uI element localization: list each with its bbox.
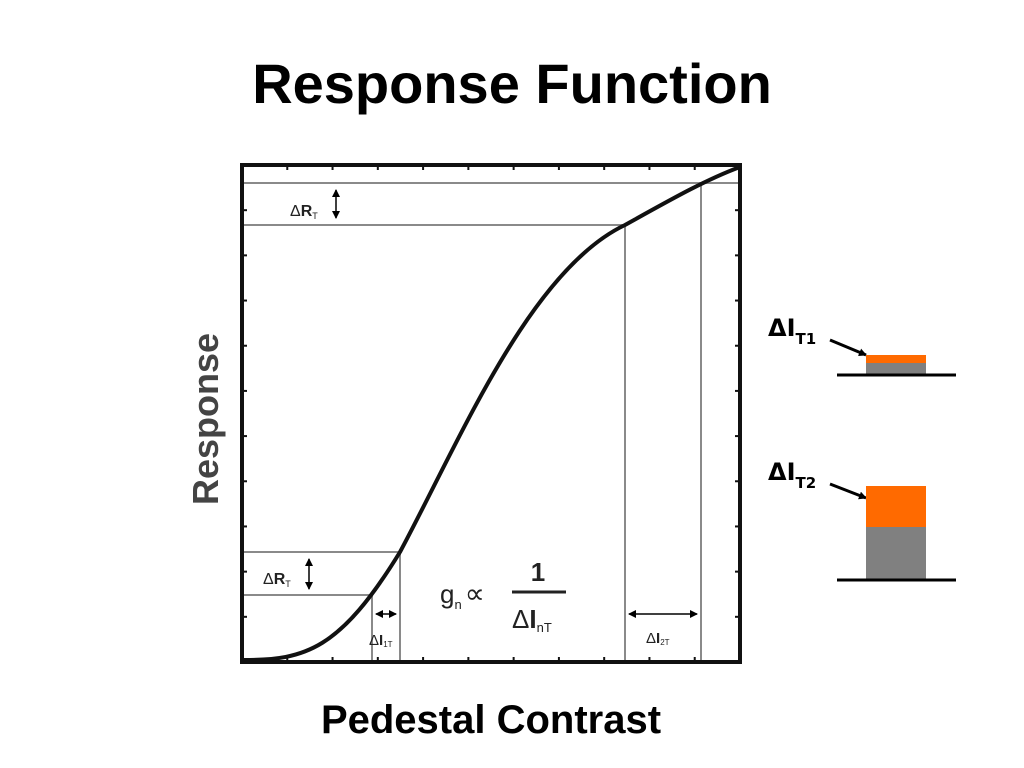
increment-bar-2 bbox=[866, 486, 926, 527]
x-axis-label: Pedestal Contrast bbox=[320, 698, 662, 742]
increment-bar-1 bbox=[866, 355, 926, 363]
delta-symbol: Δ bbox=[290, 203, 301, 220]
slide-title: Response Function bbox=[252, 52, 772, 115]
proportional-symbol: ∝ bbox=[465, 578, 485, 609]
delta-i1-annotation: ΔI1T bbox=[369, 610, 397, 649]
delta-r-lower-annotation: ΔRT bbox=[263, 558, 313, 590]
svg-text:gn∝: gn ∝ bbox=[440, 578, 485, 612]
response-curve bbox=[243, 165, 741, 662]
pedestal-bar-1 bbox=[866, 363, 926, 374]
intensity-subscript: 2T bbox=[660, 638, 669, 647]
intensity-letter: I bbox=[787, 458, 796, 486]
formula-numerator: 1 bbox=[531, 557, 545, 587]
svg-text:ΔI2T: ΔI2T bbox=[646, 630, 670, 647]
threshold-1-illustration: ΔIT1 bbox=[768, 314, 956, 377]
svg-text:ΔIT1: ΔIT1 bbox=[768, 314, 816, 348]
threshold-subscript: T1 bbox=[796, 330, 817, 348]
gain-formula: gn ∝ 1 ΔInT bbox=[440, 557, 566, 635]
intensity-letter: I bbox=[656, 630, 660, 647]
response-subscript: T bbox=[312, 211, 318, 221]
threshold-2-illustration: ΔIT2 bbox=[768, 458, 956, 582]
svg-text:ΔIT2: ΔIT2 bbox=[768, 458, 816, 492]
svg-text:ΔI1T: ΔI1T bbox=[369, 632, 393, 649]
threshold-subscript: T2 bbox=[796, 474, 817, 492]
intensity-subscript: 1T bbox=[383, 640, 392, 649]
delta-symbol: Δ bbox=[512, 604, 529, 634]
gain-subscript: n bbox=[454, 597, 461, 612]
svg-text:ΔRT: ΔRT bbox=[290, 203, 318, 221]
svg-text:ΔRT: ΔRT bbox=[263, 571, 291, 589]
delta-symbol: Δ bbox=[646, 630, 656, 647]
delta-symbol: Δ bbox=[263, 571, 274, 588]
intensity-letter: I bbox=[787, 314, 796, 342]
response-letter: R bbox=[301, 203, 313, 220]
delta-symbol: Δ bbox=[369, 632, 379, 649]
response-subscript: T bbox=[285, 579, 291, 589]
threshold-2-arrow bbox=[829, 482, 867, 500]
intensity-letter: I bbox=[529, 604, 536, 634]
svg-text:ΔInT: ΔInT bbox=[512, 604, 552, 635]
guide-lines bbox=[244, 182, 740, 662]
response-letter: R bbox=[274, 571, 286, 588]
threshold-1-arrow bbox=[829, 338, 867, 357]
intensity-letter: I bbox=[379, 632, 383, 649]
pedestal-bar-2 bbox=[866, 527, 926, 579]
gain-symbol: g bbox=[440, 579, 454, 609]
intensity-subscript: nT bbox=[537, 620, 552, 635]
delta-symbol: Δ bbox=[768, 314, 787, 342]
plot-frame bbox=[240, 163, 742, 664]
plot-ticks bbox=[242, 165, 740, 662]
delta-i2-annotation: ΔI2T bbox=[628, 610, 698, 647]
delta-r-upper-annotation: ΔRT bbox=[290, 189, 340, 221]
delta-symbol: Δ bbox=[768, 458, 787, 486]
